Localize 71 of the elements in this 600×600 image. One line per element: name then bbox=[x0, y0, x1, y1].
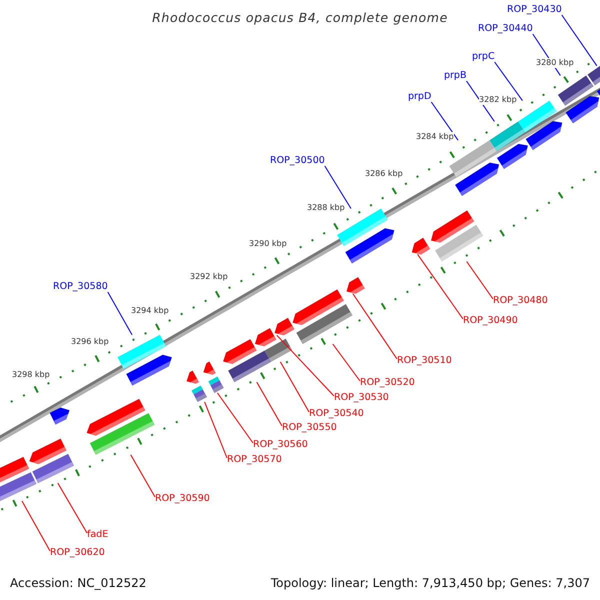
gene-block bbox=[50, 407, 70, 424]
gene-block bbox=[346, 277, 365, 294]
gene-tile bbox=[192, 386, 207, 402]
gene-block bbox=[126, 354, 172, 386]
leader-line bbox=[130, 454, 156, 498]
scale-label: 3284 kbp bbox=[416, 132, 454, 142]
gene-block bbox=[596, 89, 600, 96]
gene-label: ROP_30550 bbox=[282, 422, 337, 433]
gene-label: ROP_30430 bbox=[507, 4, 562, 15]
leader-line bbox=[466, 80, 495, 122]
scale-label: 3290 kbp bbox=[249, 239, 287, 249]
leader-line bbox=[494, 62, 523, 102]
gene-block bbox=[186, 370, 199, 384]
gene-label: ROP_30480 bbox=[493, 295, 548, 306]
gene-bar bbox=[296, 304, 352, 344]
scale-label: 3292 kbp bbox=[190, 272, 228, 282]
leader-line bbox=[276, 334, 334, 396]
gene-block bbox=[412, 238, 430, 254]
leader-line bbox=[57, 482, 88, 534]
leader-line bbox=[417, 254, 464, 320]
map-title: Rhodococcus opacus B4, complete genome bbox=[152, 10, 448, 25]
gene-bar bbox=[0, 472, 36, 502]
gene-block bbox=[496, 144, 528, 169]
scale-label: 3296 kbp bbox=[71, 337, 109, 347]
leader-line bbox=[107, 292, 133, 336]
gene-label: prpB bbox=[444, 70, 466, 81]
gene-bar bbox=[32, 454, 74, 484]
leader-line bbox=[466, 261, 494, 300]
gene-label: ROP_30530 bbox=[334, 392, 389, 403]
gene-tile bbox=[208, 376, 224, 393]
gene-label: prpD bbox=[408, 91, 432, 102]
gene-block bbox=[203, 362, 216, 375]
gene-label: ROP_30540 bbox=[309, 408, 364, 419]
scale-label: 3282 kbp bbox=[479, 95, 517, 105]
gene-label: ROP_30560 bbox=[253, 439, 308, 450]
gene-block bbox=[274, 318, 294, 336]
scale-label: 3288 kbp bbox=[307, 203, 345, 213]
gene-block bbox=[345, 228, 394, 264]
leader-line bbox=[324, 166, 352, 210]
scale-label: 3286 kbp bbox=[365, 169, 403, 179]
gene-label: prpC bbox=[472, 51, 495, 62]
gene-label: ROP_30580 bbox=[53, 281, 108, 292]
leader-line bbox=[204, 401, 228, 458]
gene-label: ROP_30500 bbox=[270, 155, 325, 166]
scale-label: 3298 kbp bbox=[12, 370, 50, 380]
leader-line bbox=[430, 102, 459, 141]
leader-line bbox=[256, 382, 282, 426]
gene-bar bbox=[435, 224, 484, 262]
gene-block bbox=[223, 339, 257, 364]
leader-line bbox=[332, 344, 360, 382]
gene-label: ROP_30620 bbox=[50, 547, 105, 558]
leader-line bbox=[216, 392, 254, 444]
leader-line bbox=[21, 500, 50, 552]
gene-label: ROP_30510 bbox=[397, 355, 452, 366]
leader-line bbox=[352, 293, 398, 360]
gene-block bbox=[566, 96, 600, 124]
gene-label: ROP_30440 bbox=[478, 23, 533, 34]
gene-bar bbox=[90, 413, 155, 455]
gene-block bbox=[254, 328, 276, 346]
accession-text: Accession: NC_012522 bbox=[10, 576, 146, 590]
gene-label: ROP_30520 bbox=[360, 377, 415, 388]
genome-summary: Topology: linear; Length: 7,913,450 bp; Genes: 7,307 bbox=[270, 576, 590, 590]
gene-label: ROP_30490 bbox=[463, 315, 518, 326]
leader-line bbox=[280, 361, 310, 412]
scale-label: 3280 kbp bbox=[536, 58, 574, 68]
gene-label: ROP_30570 bbox=[227, 454, 282, 465]
gene-block bbox=[455, 162, 500, 196]
gene-label: ROP_30590 bbox=[155, 493, 210, 504]
gene-label: fadE bbox=[87, 529, 108, 540]
scale-label: 3294 kbp bbox=[131, 306, 169, 316]
gene-block bbox=[526, 121, 562, 150]
